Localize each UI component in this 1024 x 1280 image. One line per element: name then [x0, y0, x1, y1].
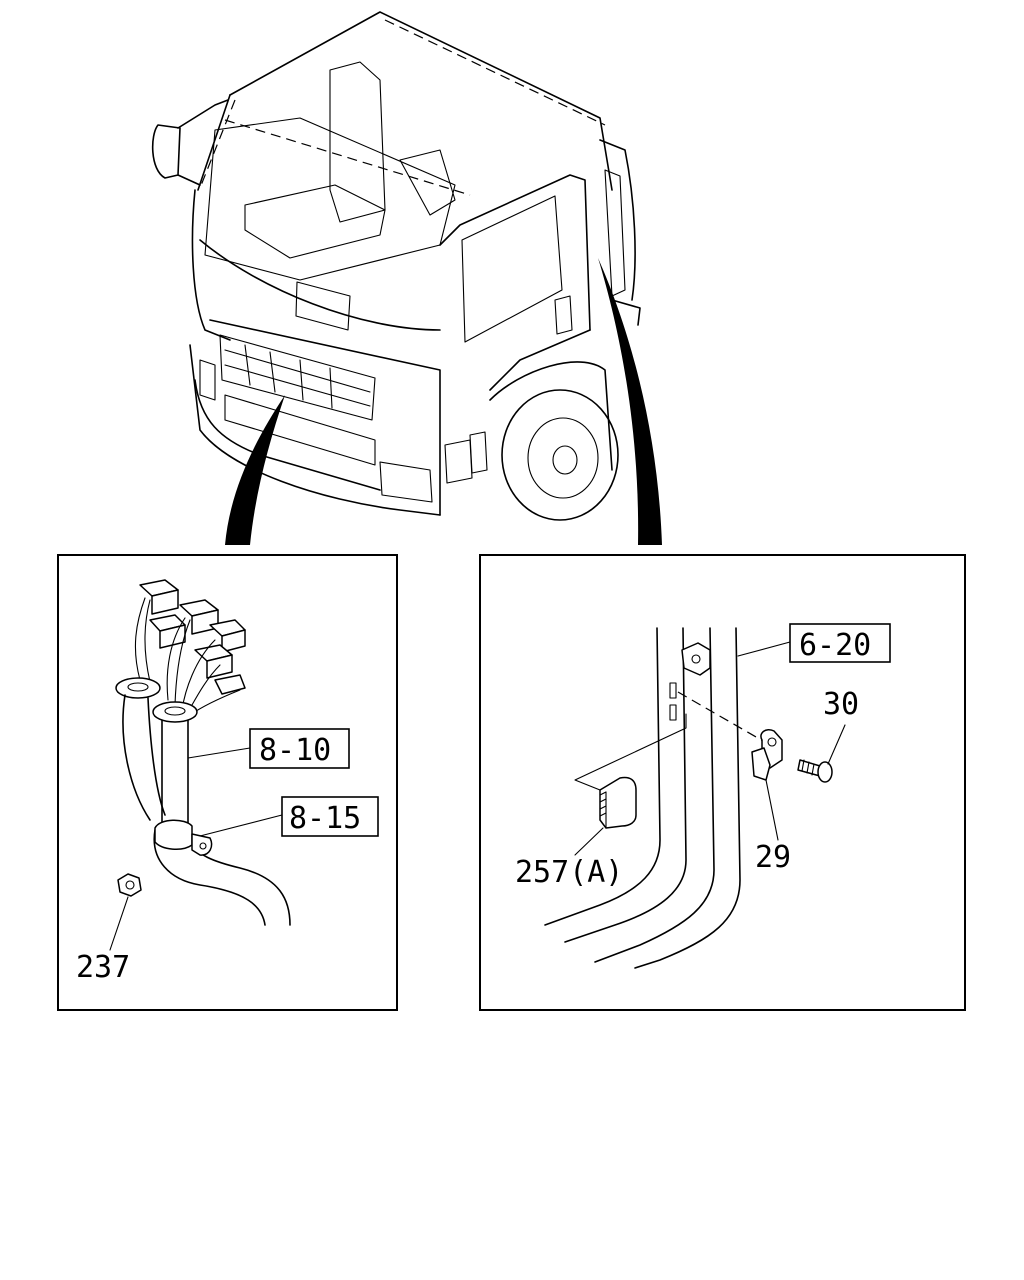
bolt-30 — [797, 759, 833, 783]
ref-label-6-20: 6-20 — [799, 628, 871, 663]
part-number-237: 237 — [76, 950, 130, 985]
part-number-30: 30 — [823, 687, 859, 722]
ref-box-6-20 — [789, 623, 891, 663]
leader-257a — [574, 827, 604, 856]
ref-box-8-15 — [281, 796, 379, 837]
leader-30 — [827, 724, 846, 765]
clip-bracket-29 — [751, 728, 783, 781]
right-detail-frame — [479, 554, 966, 1011]
ref-box-8-10 — [249, 728, 350, 769]
ref-label-8-10: 8-10 — [259, 733, 331, 768]
rubber-plug-257a — [599, 776, 637, 829]
leader-8-15 — [199, 814, 283, 837]
leader-29 — [765, 779, 779, 841]
leader-237 — [109, 896, 129, 951]
door-pillar-section — [544, 627, 741, 969]
leader-8-10 — [187, 747, 251, 759]
ref-label-8-15: 8-15 — [289, 801, 361, 836]
grommet-leader-path — [574, 713, 687, 791]
part-number-29: 29 — [755, 840, 791, 875]
leader-6-20 — [737, 641, 791, 657]
left-detail-leader — [225, 395, 285, 545]
wiring-harness-connector — [115, 579, 291, 926]
right-detail-leader — [598, 258, 662, 545]
bolt-axis-line — [677, 691, 771, 746]
part-number-257a: 257(A) — [515, 855, 623, 890]
truck-cab-illustration — [151, 11, 641, 521]
